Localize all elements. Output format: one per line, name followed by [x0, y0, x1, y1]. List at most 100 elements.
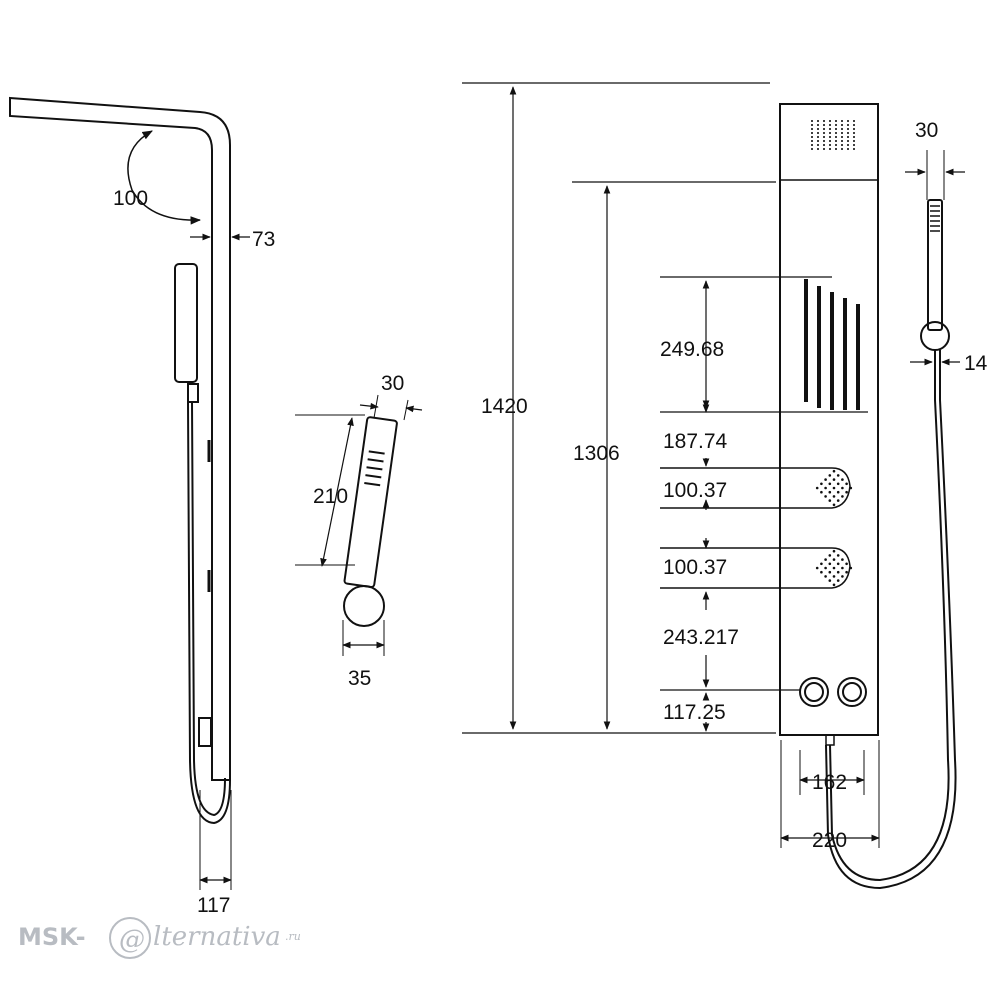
dim-gap-lower: 243.217	[663, 626, 739, 649]
watermark-circle	[109, 917, 151, 959]
jet-dot	[832, 583, 836, 587]
jet-dot	[841, 575, 844, 578]
front-dimensions	[462, 82, 965, 848]
hose-outlet	[825, 734, 835, 746]
dim-jet-block-upper: 100.37	[663, 479, 727, 502]
handset-detail	[343, 416, 398, 589]
jet-dot	[832, 549, 836, 553]
dim-hose-handset-width: 30	[915, 119, 938, 142]
jet-dot	[828, 474, 832, 477]
jet-dot	[832, 575, 836, 578]
dim-handset-head: 30	[381, 372, 404, 395]
dim-handset-base: 35	[348, 667, 371, 690]
dim-total-height: 1420	[481, 395, 528, 418]
jet-dot	[836, 554, 840, 557]
jet-dot	[836, 482, 840, 486]
dim-arm-angle: 100	[113, 187, 148, 210]
jet-dot	[815, 566, 819, 570]
jet-dot	[836, 474, 840, 477]
dim-gap-upper: 187.74	[663, 430, 728, 453]
jet-dot	[836, 490, 840, 494]
watermark-suffix: lternativa	[153, 922, 281, 952]
jet-dot	[836, 562, 840, 566]
jet-dot	[828, 482, 832, 486]
jet-dot	[828, 499, 832, 502]
jet-dot	[820, 562, 823, 566]
jet-block-lower-outline	[660, 547, 851, 589]
jet-dot	[828, 490, 832, 494]
jet-dot	[841, 486, 844, 490]
waterfall-jets	[804, 279, 860, 410]
body-jet-upper	[815, 469, 853, 507]
valve-left	[799, 677, 829, 707]
dim-hose-width: 14	[964, 352, 988, 375]
jet-dot	[832, 478, 836, 481]
side-hose	[191, 401, 226, 817]
side-hose-outer	[187, 401, 231, 825]
jet-dot	[845, 570, 848, 574]
jet-dot	[824, 478, 827, 481]
jet-dot	[845, 490, 848, 494]
dim-valve-spacing: 162	[812, 771, 847, 794]
shower-arm	[9, 96, 231, 781]
hose	[829, 350, 950, 882]
jet-dot	[841, 566, 844, 570]
jet-dot	[832, 486, 836, 490]
handset-holder-ring	[920, 321, 950, 351]
side-handset	[174, 263, 198, 383]
jet-dot	[832, 495, 836, 498]
jet-dot	[832, 558, 836, 561]
dim-jet-block-lower: 100.37	[663, 556, 727, 579]
dim-valve-offset: 117.25	[663, 701, 726, 724]
handset-front-grip	[930, 205, 940, 232]
jet-dot	[845, 482, 848, 486]
dim-panel-width: 220	[812, 829, 847, 852]
jet-dot	[832, 503, 836, 507]
jet-dot	[841, 478, 844, 481]
jet-dot	[815, 486, 819, 490]
handset-body	[343, 416, 398, 589]
watermark-domain: .ru	[285, 930, 301, 943]
handset-front	[927, 199, 943, 331]
jet-dot	[836, 499, 840, 502]
watermark-at: @	[119, 925, 145, 955]
side-handset-holder	[187, 383, 199, 403]
jet-dot	[820, 482, 823, 486]
side-bracket	[198, 717, 212, 747]
front-view	[660, 103, 957, 890]
side-view	[9, 96, 250, 890]
dim-arm-depth: 73	[252, 228, 275, 251]
jet-dot	[841, 558, 844, 561]
panel-outline	[779, 103, 879, 736]
dim-body-height: 1306	[573, 442, 620, 465]
jet-block-upper-outline	[660, 467, 851, 509]
handset-base	[343, 585, 385, 627]
jet-dot	[845, 562, 848, 566]
jet-dot	[836, 579, 840, 582]
dim-rain-jets-height: 249.68	[660, 338, 724, 361]
watermark-logo: MSK- @ lternativa .ru	[18, 917, 301, 959]
jet-dot	[828, 570, 832, 574]
dim-handset-length: 210	[313, 485, 348, 508]
valve-right	[837, 677, 867, 707]
dim-base-depth: 117	[197, 894, 230, 917]
jet-dot	[841, 495, 844, 498]
jet-dot	[828, 562, 832, 566]
jet-dot	[824, 495, 827, 498]
jet-dot	[824, 575, 827, 578]
jet-dot	[824, 566, 827, 570]
angle-arc	[127, 130, 202, 225]
valve-left-inner	[804, 682, 824, 702]
jet-dot	[820, 570, 823, 574]
jet-dot	[828, 579, 832, 582]
valve-right-inner	[842, 682, 862, 702]
jet-dot	[828, 554, 832, 557]
jet-dot	[832, 469, 836, 473]
jet-dot	[824, 486, 827, 490]
jet-dot	[820, 490, 823, 494]
handset-grip	[364, 450, 385, 487]
jet-dot	[836, 570, 840, 574]
hose-outer	[825, 350, 957, 890]
watermark-prefix: MSK-	[18, 923, 86, 951]
